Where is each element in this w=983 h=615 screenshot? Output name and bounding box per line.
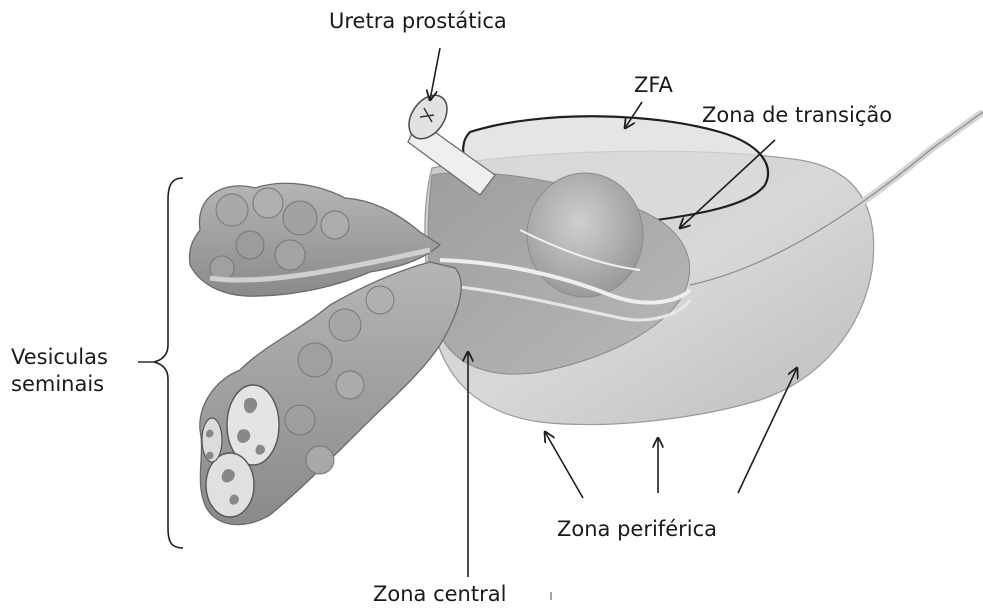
seminal-vesicles-bracket bbox=[154, 178, 183, 548]
label-zfa: ZFA bbox=[634, 73, 673, 97]
label-uretra-prostatica: Uretra prostática bbox=[329, 9, 507, 33]
arrow-periferica-left bbox=[545, 432, 583, 498]
arrow-uretra bbox=[430, 48, 440, 100]
label-zona-periferica: Zona periférica bbox=[557, 517, 717, 541]
label-vesiculas-line1: Vesiculas bbox=[11, 345, 108, 369]
label-zona-transicao: Zona de transição bbox=[702, 103, 892, 127]
label-zona-central: Zona central bbox=[373, 582, 506, 606]
transition-zone-shape bbox=[527, 173, 643, 297]
label-vesiculas-line2: seminais bbox=[11, 372, 104, 396]
seminal-vesicle-lower bbox=[200, 262, 461, 525]
